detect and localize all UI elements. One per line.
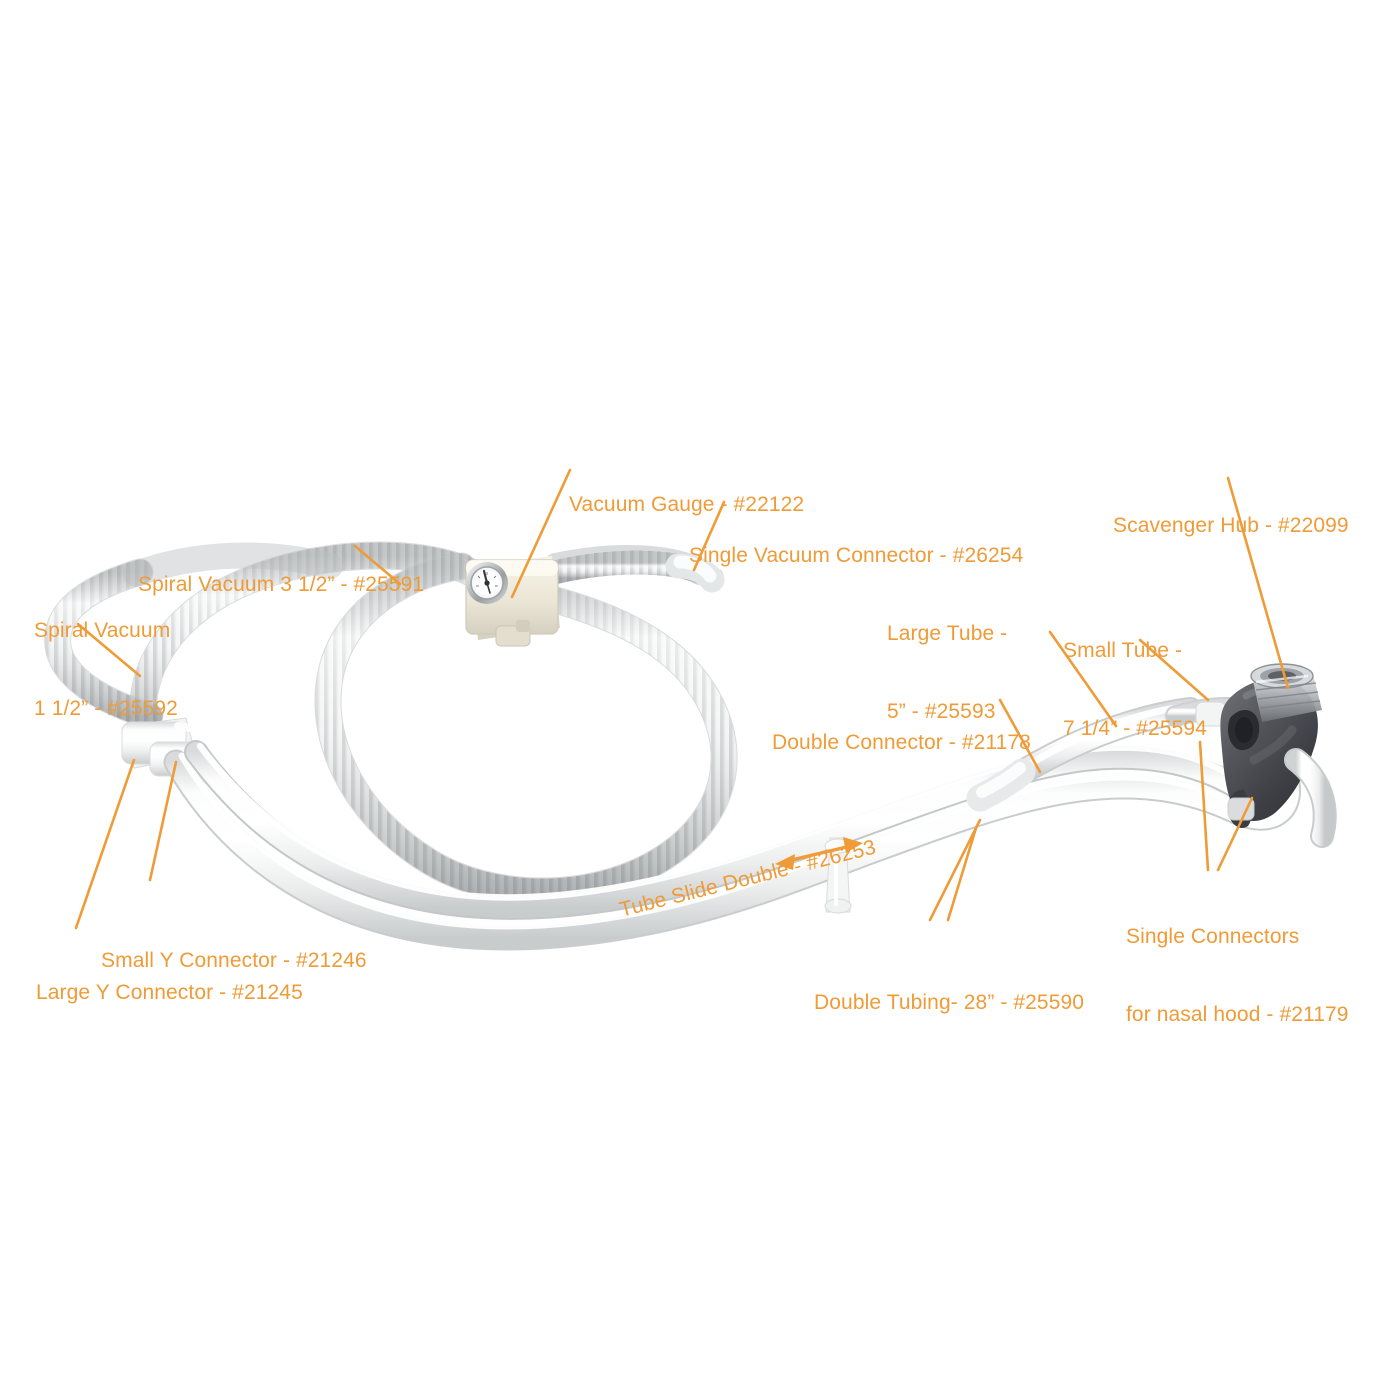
- callout-line: Tube Slide Double - #26253: [617, 835, 879, 922]
- callout-single-connectors-nasal-hood: Single Connectors for nasal hood - #2117…: [1126, 872, 1349, 1080]
- callout-small-y-connector: Small Y Connector - #21246: [101, 896, 367, 1026]
- scavenger-hub-part: [1220, 663, 1337, 848]
- callout-line: Small Y Connector - #21246: [101, 949, 367, 972]
- callout-line: Single Connectors: [1126, 925, 1300, 948]
- callout-double-tubing: Double Tubing- 28” - #25590: [814, 938, 1084, 1068]
- leader-small-y-connector: [148, 760, 178, 882]
- callout-vacuum-gauge: Vacuum Gauge - #22122: [569, 440, 804, 570]
- callout-scavenger-hub: Scavenger Hub - #22099: [1113, 461, 1349, 591]
- callout-line: 5” - #25593: [887, 700, 996, 723]
- callout-line: Double Connector - #21178: [772, 731, 1031, 754]
- leader-double-tubing-b: [946, 826, 978, 922]
- leader-scavenger-hub: [1226, 476, 1290, 690]
- callout-leader-lines: [74, 468, 1290, 930]
- double-connector-part: [966, 758, 1036, 812]
- leader-spiral-vacuum-1-5: [76, 622, 142, 678]
- callout-line: Vacuum Gauge - #22122: [569, 493, 805, 516]
- leader-large-y-connector: [74, 758, 136, 930]
- leader-single-vacuum-connector: [692, 500, 726, 572]
- callout-line: Scavenger Hub - #22099: [1113, 514, 1349, 537]
- vacuum-gauge-assembly: [465, 556, 560, 647]
- single-vacuum-connector-part: [665, 553, 725, 593]
- leader-nasal-hood-a: [1198, 740, 1210, 872]
- callout-small-tube: Small Tube - 7 1/4” - #25594: [1063, 586, 1207, 794]
- callout-double-connector: Double Connector - #21178: [772, 678, 1031, 808]
- callout-line: Double Tubing- 28” - #25590: [814, 991, 1085, 1014]
- callout-spiral-vacuum-3-5: Spiral Vacuum 3 1/2” - #25591: [138, 520, 424, 650]
- callout-spiral-vacuum-1-5: Spiral Vacuum 1 1/2” - #25592: [34, 566, 178, 774]
- callout-single-vacuum-connector: Single Vacuum Connector - #26254: [689, 491, 1023, 621]
- callout-line: 1 1/2” - #25592: [34, 697, 178, 720]
- tube-slide-arrow: [775, 837, 863, 870]
- hub-collar: [1250, 663, 1322, 722]
- callout-line: for nasal hood - #21179: [1126, 1003, 1349, 1026]
- leader-double-tubing-a: [928, 818, 982, 922]
- leader-double-connector: [998, 698, 1042, 774]
- leader-vacuum-gauge: [510, 468, 572, 599]
- leader-nasal-hood-b: [1216, 796, 1254, 872]
- callout-line: Small Tube -: [1063, 639, 1183, 662]
- callout-line: Large Tube -: [887, 622, 1008, 645]
- leader-spiral-vacuum-3-5: [353, 544, 402, 586]
- callout-large-tube: Large Tube - 5” - #25593: [887, 569, 1007, 777]
- double-tubing-back: [184, 740, 1256, 920]
- callout-large-y-connector: Large Y Connector - #21245: [36, 928, 303, 1058]
- callout-line: Spiral Vacuum 3 1/2” - #25591: [138, 573, 425, 596]
- callout-line: Single Vacuum Connector - #26254: [689, 544, 1024, 567]
- double-tubing-front: [163, 749, 1302, 951]
- hub-outlet-tube: [1284, 748, 1337, 848]
- callout-line: 7 1/4” - #25594: [1063, 717, 1207, 740]
- callout-line: Large Y Connector - #21245: [36, 981, 303, 1004]
- leader-large-tube: [1048, 630, 1118, 728]
- leader-small-tube: [1138, 638, 1210, 702]
- callout-line: Spiral Vacuum: [34, 619, 171, 642]
